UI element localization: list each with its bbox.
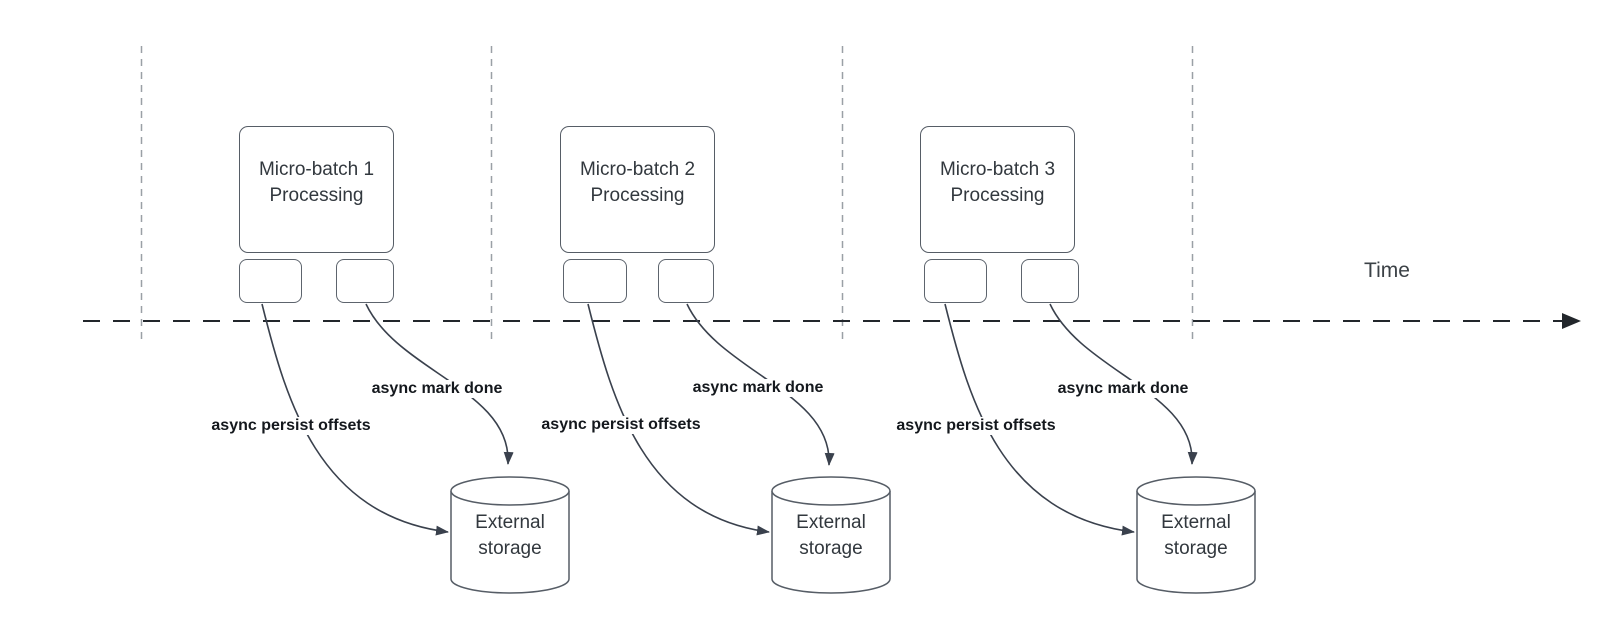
storage-label-2: External storage xyxy=(796,510,866,562)
process-box-1: Micro-batch 1 Processing xyxy=(239,126,394,253)
cylinder-top xyxy=(771,476,891,506)
process-box-label-line2: Processing xyxy=(950,184,1045,206)
process-box-3: Micro-batch 3 Processing xyxy=(920,126,1075,253)
mark-done-arrow-label: async mark done xyxy=(689,379,827,397)
cylinder-body xyxy=(771,491,891,594)
mark-done-task-box-2 xyxy=(658,259,714,303)
process-box-label-line1: Micro-batch 3 xyxy=(939,158,1056,180)
mark-done-arrow-label: async mark done xyxy=(368,380,506,398)
mark-done-arrow-label: async mark done xyxy=(1054,380,1192,398)
storage-label-line1: External xyxy=(475,512,545,533)
process-box-label-line2: Processing xyxy=(269,184,364,206)
mark-done-task-box-1 xyxy=(336,259,394,303)
storage-label-line2: storage xyxy=(1164,538,1228,559)
process-box-label-line1: Micro-batch 2 xyxy=(579,158,696,180)
cylinder-body xyxy=(1136,491,1256,594)
storage-cylinder-2 xyxy=(771,476,891,594)
persist-offsets-task-box-2 xyxy=(563,259,627,303)
storage-label-line2: storage xyxy=(799,538,863,559)
time-axis-label: Time xyxy=(1364,259,1410,282)
persist-offsets-arrow-label: async persist offsets xyxy=(538,416,704,434)
time-axis-arrowhead-icon xyxy=(1562,313,1581,329)
storage-label-1: External storage xyxy=(475,510,545,562)
persist-offsets-arrow-label: async persist offsets xyxy=(893,417,1059,435)
process-box-label-line1: Micro-batch 1 xyxy=(258,158,375,180)
process-box-2: Micro-batch 2 Processing xyxy=(560,126,715,253)
storage-label-line1: External xyxy=(1161,512,1231,533)
persist-offsets-task-box-1 xyxy=(239,259,302,303)
persist-offsets-arrow-label: async persist offsets xyxy=(208,417,374,435)
storage-cylinder-1 xyxy=(450,476,570,594)
storage-label-3: External storage xyxy=(1161,510,1231,562)
storage-label-line2: storage xyxy=(478,538,542,559)
persist-offsets-task-box-3 xyxy=(924,259,987,303)
cylinder-body xyxy=(450,491,570,594)
cylinder-top xyxy=(1136,476,1256,506)
mark-done-task-box-3 xyxy=(1021,259,1079,303)
persist-offsets-arrow-3 xyxy=(944,303,1135,536)
persist-offsets-arrow-2 xyxy=(587,303,770,536)
storage-label-line1: External xyxy=(796,512,866,533)
cylinder-top xyxy=(450,476,570,506)
process-box-label-line2: Processing xyxy=(590,184,685,206)
persist-offsets-arrow-1 xyxy=(261,303,449,536)
storage-cylinder-3 xyxy=(1136,476,1256,594)
